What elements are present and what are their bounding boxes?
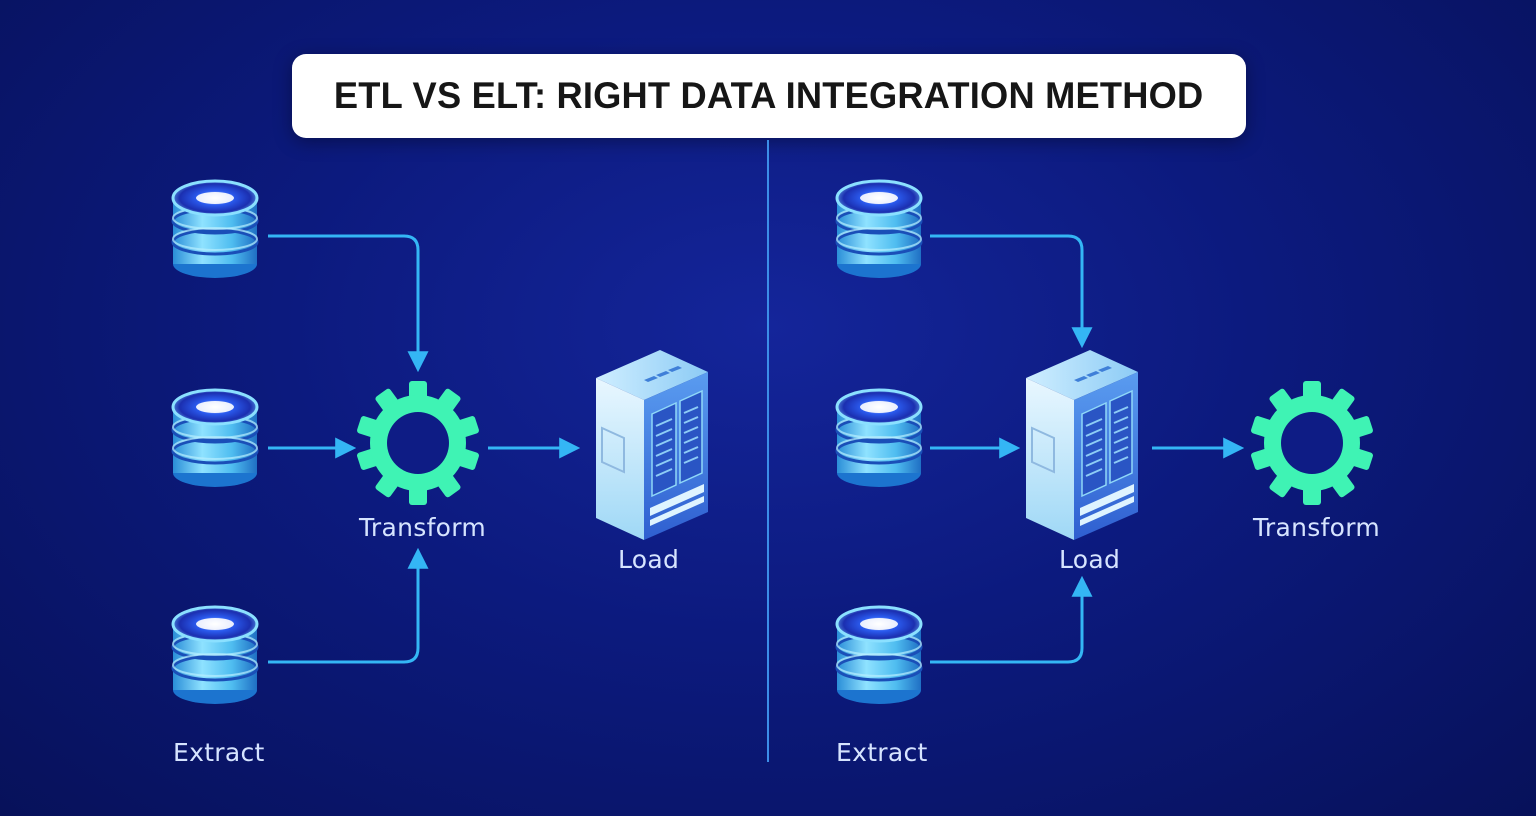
title-banner: ETL VS ELT: RIGHT DATA INTEGRATION METHO… <box>292 54 1246 138</box>
server-icon <box>595 349 709 541</box>
etl-transform-label: Transform <box>359 513 487 542</box>
etl-extract-label: Extract <box>173 738 265 767</box>
elt-extract-label: Extract <box>836 738 928 767</box>
gear-icon <box>356 381 480 505</box>
page-title: ETL VS ELT: RIGHT DATA INTEGRATION METHO… <box>334 75 1204 116</box>
elt-load-label: Load <box>1059 545 1121 574</box>
etl-load-label: Load <box>618 545 680 574</box>
arrow-icon <box>930 234 1093 349</box>
server-icon <box>1025 349 1139 541</box>
gear-icon <box>1250 381 1374 505</box>
arrow-icon <box>268 234 429 373</box>
database-icon <box>171 179 259 280</box>
database-icon <box>835 179 923 280</box>
database-icon <box>835 388 923 489</box>
database-icon <box>171 388 259 489</box>
arrow-icon <box>930 575 1093 664</box>
database-icon <box>171 605 259 706</box>
elt-transform-label: Transform <box>1253 513 1381 542</box>
database-icon <box>835 605 923 706</box>
arrow-icon <box>268 547 429 664</box>
